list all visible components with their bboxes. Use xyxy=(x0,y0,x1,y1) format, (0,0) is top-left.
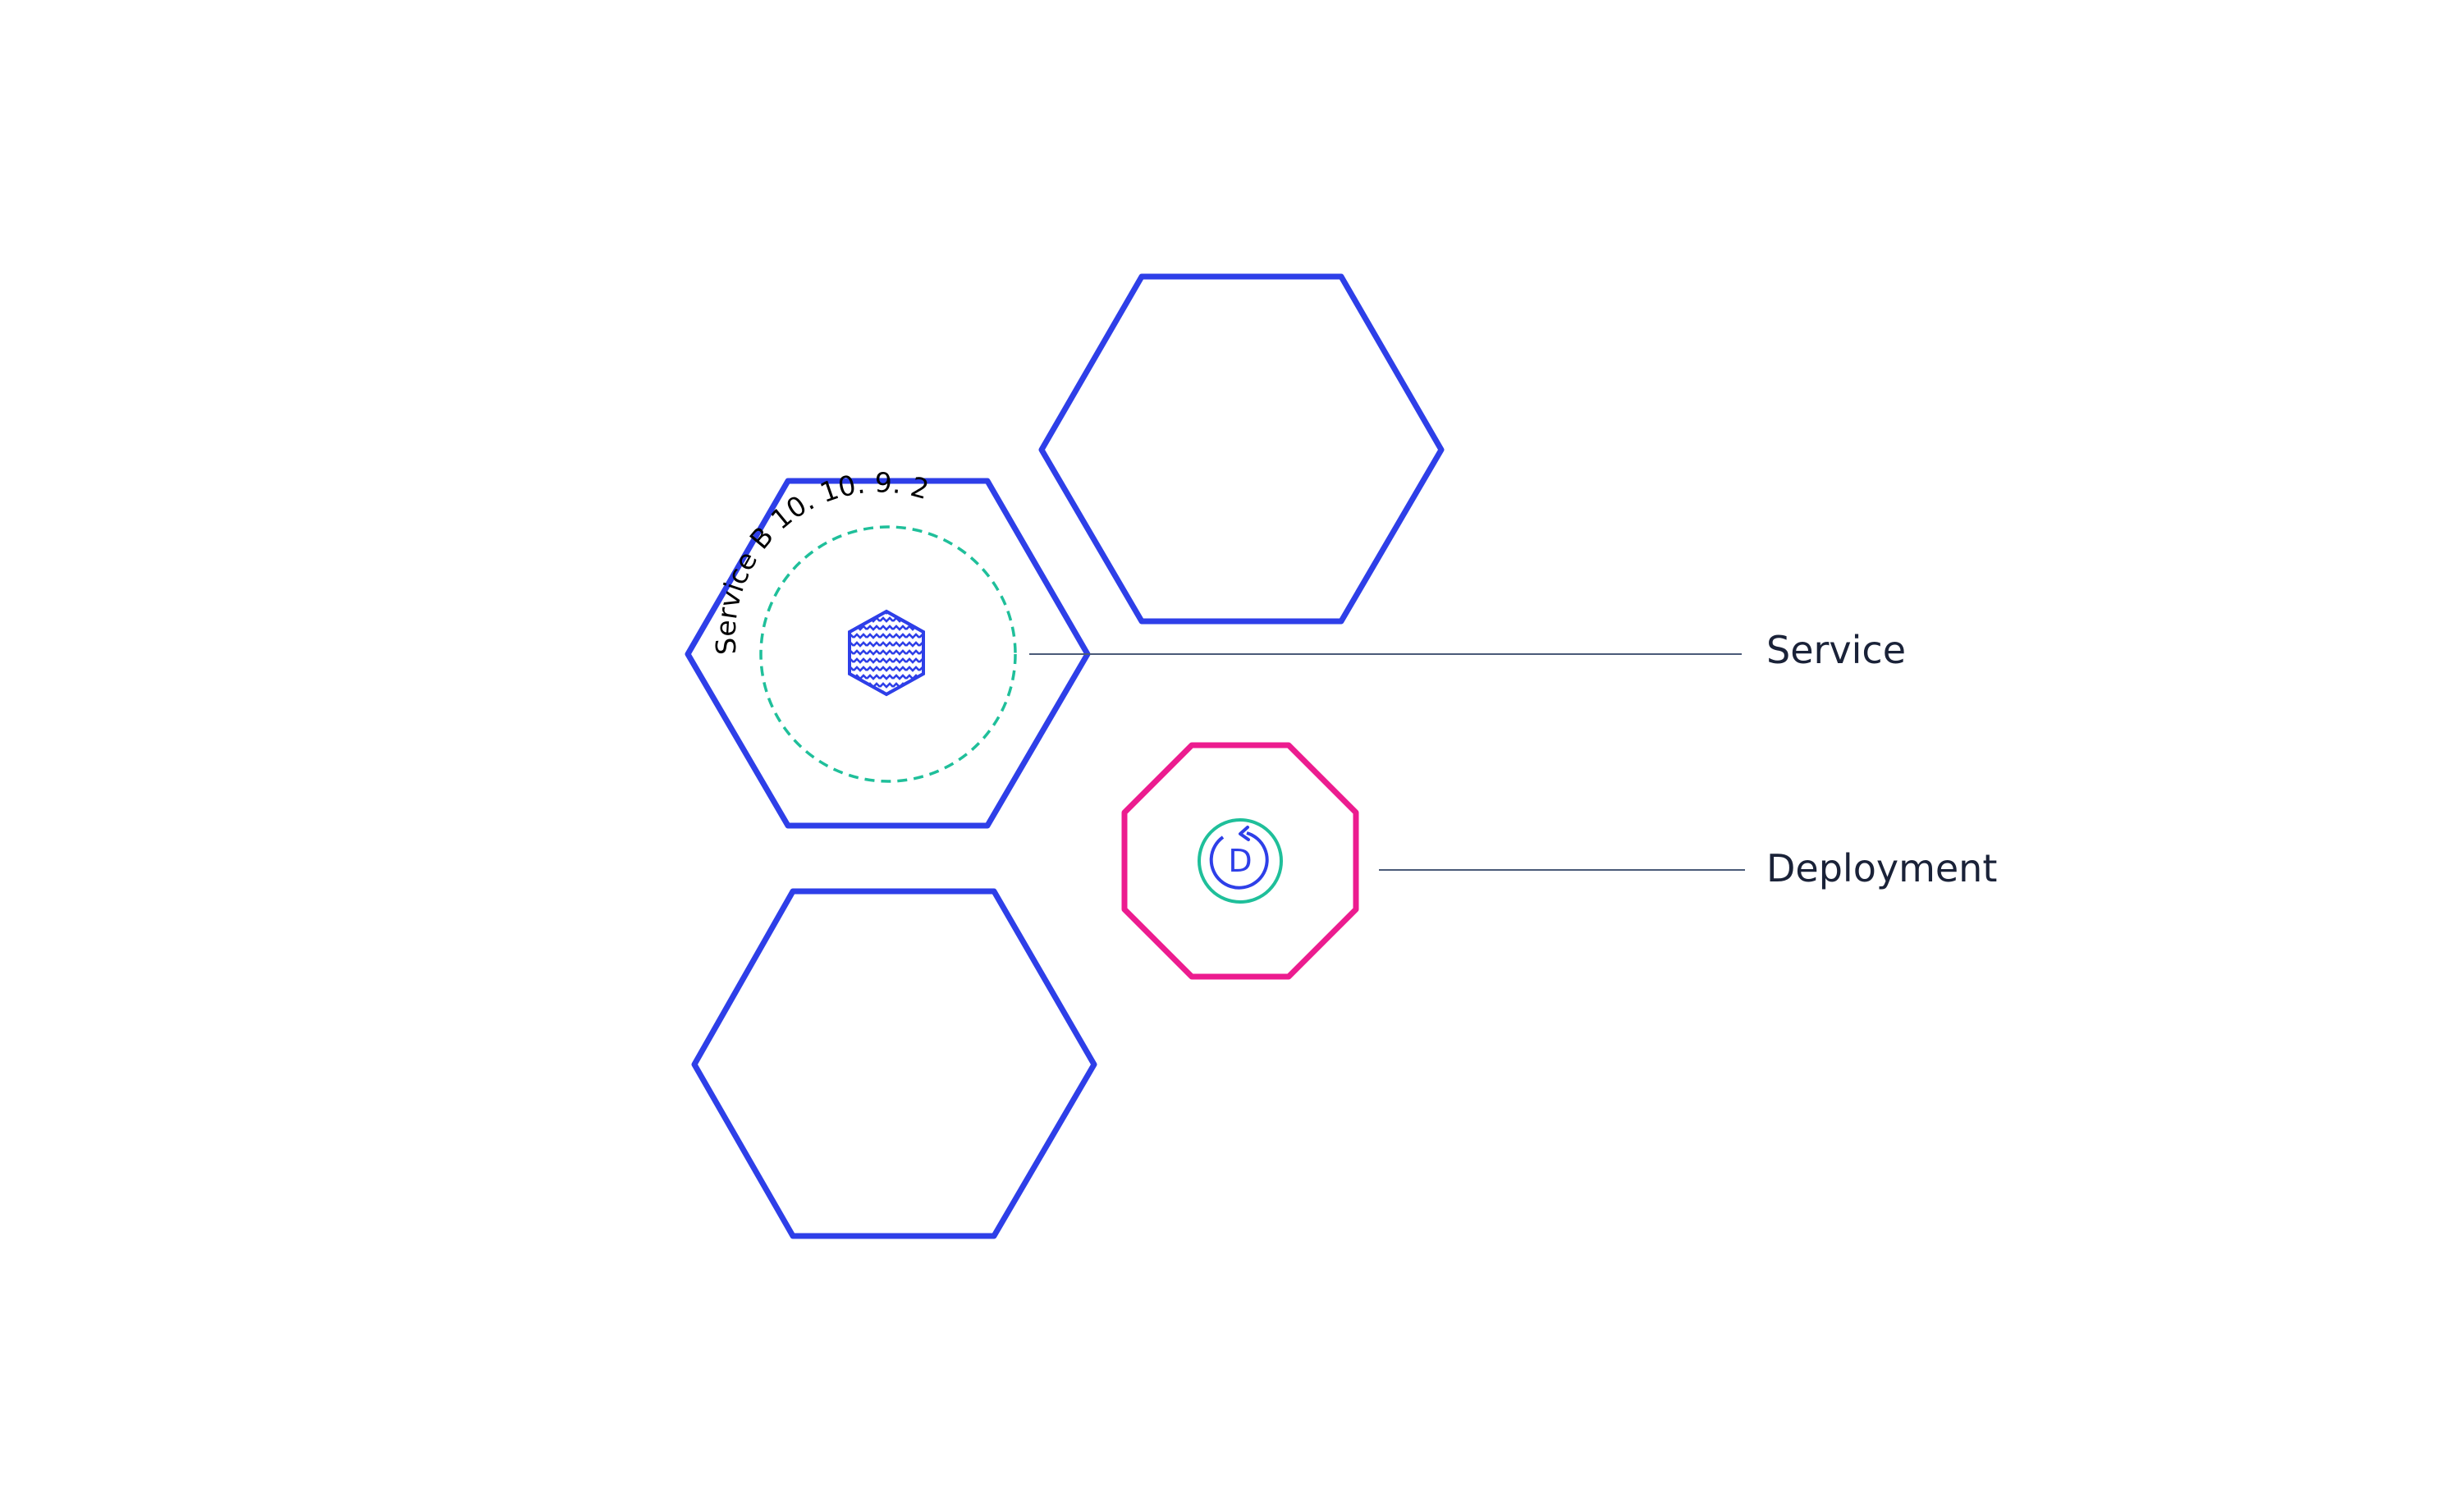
service-icon xyxy=(848,609,925,697)
service-label: Service xyxy=(1766,628,1906,672)
hexagon-top-right xyxy=(1038,273,1445,625)
deployment-label: Deployment xyxy=(1766,846,1997,890)
deployment-icon: D xyxy=(1198,818,1283,904)
deployment-octagon xyxy=(1121,742,1359,980)
deployment-letter: D xyxy=(1228,843,1252,879)
hexagon-service xyxy=(685,478,1091,829)
service-boundary-circle xyxy=(759,525,1017,783)
hexagon-bottom-left xyxy=(691,888,1097,1239)
